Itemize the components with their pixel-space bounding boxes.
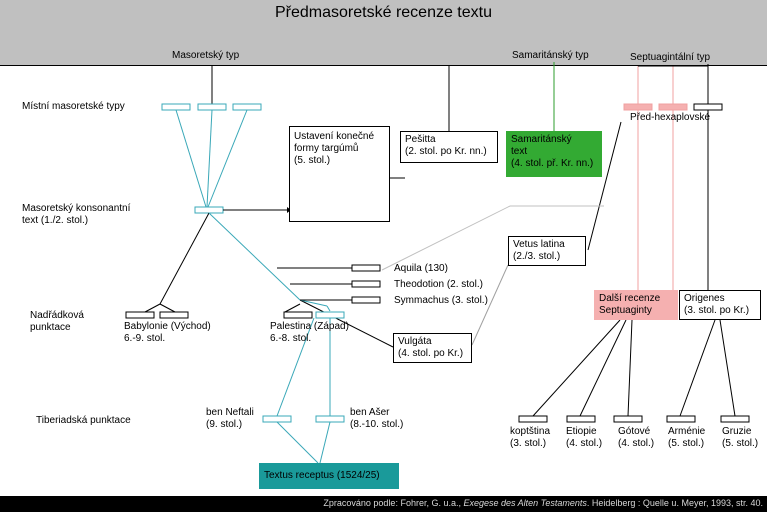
palestine-label: Palestina (Západ) 6.-8. stol. <box>270 321 349 344</box>
ben-neftali-marker <box>262 415 292 423</box>
babylon-branch <box>159 212 210 305</box>
lxx-to-vetus <box>587 121 622 251</box>
vulgata-box: Vulgáta (4. stol. po Kr.) <box>393 333 472 363</box>
babylon-marker-2 <box>159 311 189 319</box>
palestine-to-neftali <box>276 317 315 417</box>
other-lxx-box: Další recenze Septuaginty <box>594 290 678 320</box>
aquila-marker <box>351 264 381 272</box>
palestine-marker-1 <box>283 311 313 319</box>
babylon-marker-1 <box>125 311 155 319</box>
gothic-marker <box>613 415 643 423</box>
local-type-marker-1 <box>161 103 191 111</box>
palestine-branch <box>208 212 301 301</box>
column-label-masoretic: Masoretský typ <box>172 50 240 61</box>
aquila-label: Aquila (130) <box>394 263 448 274</box>
georgia-label: Gruzie (5. stol.) <box>722 426 759 449</box>
footer-suffix: . Heidelberg : Quelle u. Meyer, 1993, st… <box>586 498 763 508</box>
consonant-text-marker <box>194 206 224 214</box>
samaritan-text-box: Samaritánský text (4. stol. př. Kr. nn.) <box>506 131 602 177</box>
prehexaplaric-marker-3 <box>693 103 723 111</box>
peshitta-box: Pešitta (2. stol. po Kr. nn.) <box>400 131 498 163</box>
prehexaplaric-label: Před-hexaplovské <box>630 112 711 123</box>
georgia-marker <box>720 415 750 423</box>
footer-work-title: Exegese des Alten Testaments <box>463 498 587 508</box>
row-label-tiberian: Tiberiadská punktace <box>36 415 131 426</box>
coptic-marker <box>518 415 548 423</box>
ben-neftali-label: ben Neftali (9. stol.) <box>206 407 254 430</box>
babylon-label: Babylonie (Východ) 6.-9. stol. <box>124 321 211 344</box>
local-type-marker-2 <box>197 103 227 111</box>
ben-asher-marker <box>315 415 345 423</box>
coptic-label: koptština (3. stol.) <box>510 426 551 449</box>
footer-bar: Zpracováno podle: Fohrer, G. u.a., Exege… <box>0 496 767 512</box>
armenia-label: Arménie (5. stol.) <box>668 426 706 449</box>
vetus-to-vulgata <box>471 264 509 346</box>
palestine-marker-2 <box>315 311 345 319</box>
textus-receptus-box: Textus receptus (1524/25) <box>259 463 399 489</box>
gothic-label: Gótové (4. stol.) <box>618 426 655 449</box>
armenia-marker <box>666 415 696 423</box>
prehexaplaric-marker-1 <box>623 103 653 111</box>
ethiopia-label: Etiopie (4. stol.) <box>566 426 603 449</box>
row-label-supralinear: Nadřádková punktace <box>30 310 84 333</box>
symmachus-label: Symmachus (3. stol.) <box>394 295 488 306</box>
symmachus-marker <box>351 296 381 304</box>
title-banner: Předmasoretské recenze textu <box>0 0 767 66</box>
column-label-septuagint: Septuagintální typ <box>630 52 711 63</box>
footer-citation: Zpracováno podle: Fohrer, G. u.a., Exege… <box>323 498 763 508</box>
vetus-latina-box: Vetus latina (2./3. stol.) <box>508 236 586 266</box>
footer-prefix: Zpracováno podle: Fohrer, G. u.a., <box>323 498 464 508</box>
row-label-consonant: Masoretský konsonantní text (1./2. stol.… <box>22 203 131 226</box>
local-connector-3 <box>207 109 248 208</box>
ben-asher-label: ben Ašer (8.-10. stol.) <box>350 407 404 430</box>
targum-box: Ustavení konečné formy targúmů (5. stol.… <box>289 126 390 222</box>
page-title: Předmasoretské recenze textu <box>275 4 492 21</box>
local-connector-1 <box>175 109 207 208</box>
local-type-marker-3 <box>232 103 262 111</box>
origen-box: Origenes (3. stol. po Kr.) <box>679 290 761 320</box>
theodotion-label: Theodotion (2. stol.) <box>394 279 483 290</box>
prehexaplaric-marker-2 <box>658 103 688 111</box>
row-label-local: Místní masoretské typy <box>22 101 125 112</box>
ethiopia-marker <box>566 415 596 423</box>
column-label-samaritan: Samaritánský typ <box>512 50 589 61</box>
theodotion-marker <box>351 280 381 288</box>
local-connector-2 <box>206 109 213 208</box>
